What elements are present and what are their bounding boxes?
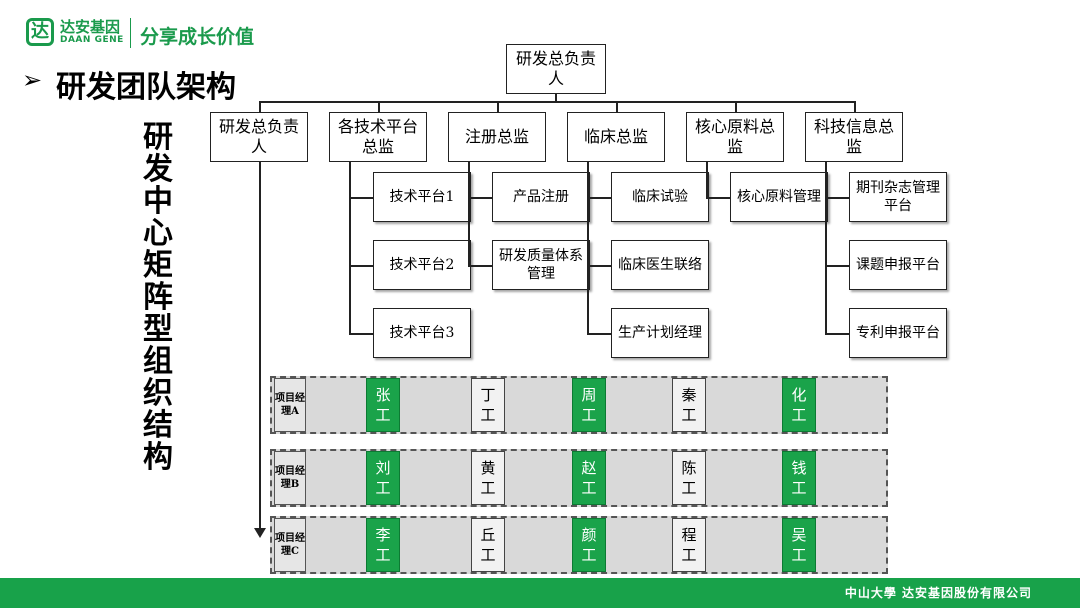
slogan: 分享成长价值: [140, 26, 255, 48]
department-1: 研发总负责人: [210, 112, 308, 162]
sub-node: 技术平台1: [373, 172, 471, 222]
engineer-cell: 陈工: [672, 451, 706, 505]
connector-branch: [706, 162, 708, 198]
engineer-cell: 李工: [366, 518, 400, 572]
engineer-cell: 赵工: [572, 451, 606, 505]
connector-child: [349, 197, 373, 199]
footer-bar: [0, 578, 1080, 608]
sub-node: 研发质量体系管理: [492, 240, 590, 290]
connector-child: [468, 197, 492, 199]
engineer-cell: 颜工: [572, 518, 606, 572]
engineer-cell: 丘工: [471, 518, 505, 572]
sub-node: 生产计划经理: [611, 308, 709, 358]
sub-node: 专利申报平台: [849, 308, 947, 358]
connector-branch: [825, 162, 827, 334]
top-node: 研发总负责人: [506, 44, 606, 94]
connector-drop: [259, 101, 261, 113]
logo-en: DAAN GENE: [60, 35, 124, 45]
engineer-cell: 钱工: [782, 451, 816, 505]
sub-node: 核心原料管理: [730, 172, 828, 222]
logo-divider: [130, 18, 131, 48]
connector-drop: [616, 101, 618, 113]
connector-drop: [735, 101, 737, 113]
title-arrow-icon: ➢: [22, 66, 43, 94]
sub-node: 期刊杂志管理平台: [849, 172, 947, 222]
sub-node: 课题申报平台: [849, 240, 947, 290]
engineer-cell: 吴工: [782, 518, 816, 572]
department-4: 临床总监: [567, 112, 665, 162]
sub-node: 临床试验: [611, 172, 709, 222]
connector-branch: [349, 162, 351, 334]
engineer-cell: 化工: [782, 378, 816, 432]
logo-icon: 达: [26, 18, 54, 46]
connector-arrow: [259, 162, 261, 530]
department-2: 各技术平台总监: [329, 112, 427, 162]
engineer-cell: 张工: [366, 378, 400, 432]
connector-branch: [468, 162, 470, 266]
department-5: 核心原料总监: [686, 112, 784, 162]
logo-cn: 达安基因: [60, 18, 121, 36]
connector-child: [587, 197, 611, 199]
page-title: 研发团队架构: [56, 70, 236, 105]
connector-drop: [854, 101, 856, 113]
sub-node: 技术平台2: [373, 240, 471, 290]
arrow-down-icon: [254, 528, 266, 538]
sub-node: 临床医生联络: [611, 240, 709, 290]
project-manager: 项目经理A: [274, 378, 306, 432]
engineer-cell: 秦工: [672, 378, 706, 432]
connector-child: [349, 333, 373, 335]
side-title: 研发中心矩阵型组织结构: [143, 120, 173, 475]
connector-drop: [497, 101, 499, 113]
footer-text: 中山大學 达安基因股份有限公司: [844, 586, 1032, 600]
sub-node: 产品注册: [492, 172, 590, 222]
project-manager: 项目经理C: [274, 518, 306, 572]
department-6: 科技信息总监: [805, 112, 903, 162]
connector-child: [825, 265, 849, 267]
connector-child: [468, 265, 492, 267]
connector-child: [587, 333, 611, 335]
sub-node: 技术平台3: [373, 308, 471, 358]
connector-child: [825, 333, 849, 335]
connector-drop: [378, 101, 380, 113]
engineer-cell: 周工: [572, 378, 606, 432]
connector-child: [349, 265, 373, 267]
connector-branch: [587, 162, 589, 334]
connector-child: [587, 265, 611, 267]
department-3: 注册总监: [448, 112, 546, 162]
connector-child: [706, 197, 730, 199]
connector-top: [555, 94, 557, 102]
engineer-cell: 丁工: [471, 378, 505, 432]
project-manager: 项目经理B: [274, 451, 306, 505]
connector-child: [825, 197, 849, 199]
engineer-cell: 黄工: [471, 451, 505, 505]
engineer-cell: 程工: [672, 518, 706, 572]
engineer-cell: 刘工: [366, 451, 400, 505]
connector-horizontal: [259, 101, 856, 103]
